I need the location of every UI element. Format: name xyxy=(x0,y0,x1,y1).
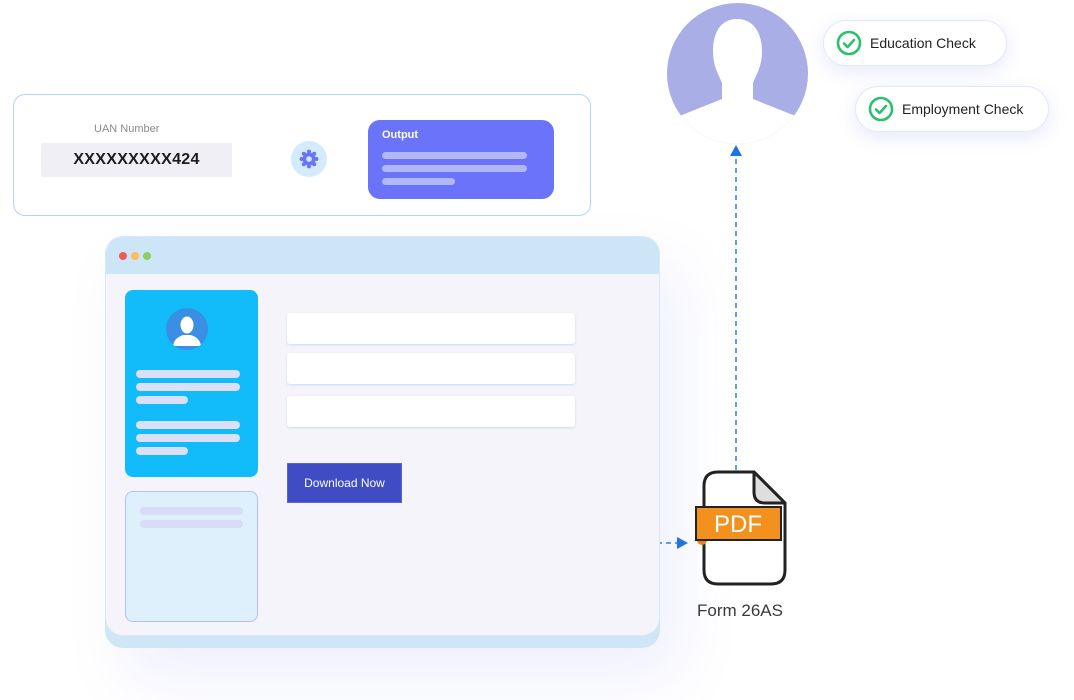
form-field-3[interactable] xyxy=(287,396,575,427)
output-line xyxy=(382,165,527,172)
output-line xyxy=(382,178,455,185)
browser-title-bar xyxy=(106,237,659,274)
window-maximize-dot[interactable] xyxy=(143,252,151,260)
profile-text-line xyxy=(136,421,240,429)
pdf-badge-text: PDF xyxy=(714,511,762,538)
output-title: Output xyxy=(382,129,419,141)
window-minimize-dot[interactable] xyxy=(131,252,139,260)
pdf-file-icon: PDF xyxy=(695,470,787,586)
profile-text-line xyxy=(136,383,240,391)
employment-check-pill: Employment Check xyxy=(855,86,1049,132)
form-field-2[interactable] xyxy=(287,353,575,384)
profile-text-line xyxy=(136,447,188,455)
uan-label: UAN Number xyxy=(94,123,160,135)
education-check-pill: Education Check xyxy=(823,20,1007,66)
check-circle-icon xyxy=(836,30,862,56)
uan-number-field[interactable]: XXXXXXXXX424 xyxy=(41,143,232,177)
form-field-1[interactable] xyxy=(287,313,575,344)
download-now-button[interactable]: Download Now xyxy=(287,463,402,503)
secondary-text-line xyxy=(140,507,243,515)
arrowhead-download-to-pdf xyxy=(677,537,688,549)
document-label: Form 26AS xyxy=(697,601,783,620)
gear-icon xyxy=(299,149,319,169)
profile-avatar xyxy=(166,308,208,350)
output-line xyxy=(382,152,527,159)
secondary-text-line xyxy=(140,520,243,528)
window-close-dot[interactable] xyxy=(119,252,127,260)
arrowhead-pdf-to-avatar xyxy=(730,145,742,156)
profile-text-line xyxy=(136,396,188,404)
education-check-label: Education Check xyxy=(870,35,976,51)
process-node xyxy=(291,141,327,177)
profile-text-line xyxy=(136,434,240,442)
profile-text-line xyxy=(136,370,240,378)
check-circle-icon xyxy=(868,96,894,122)
employment-check-label: Employment Check xyxy=(902,101,1024,117)
user-icon xyxy=(173,316,201,346)
candidate-avatar xyxy=(667,3,808,144)
output-card xyxy=(368,120,554,199)
user-silhouette-icon xyxy=(677,19,798,144)
